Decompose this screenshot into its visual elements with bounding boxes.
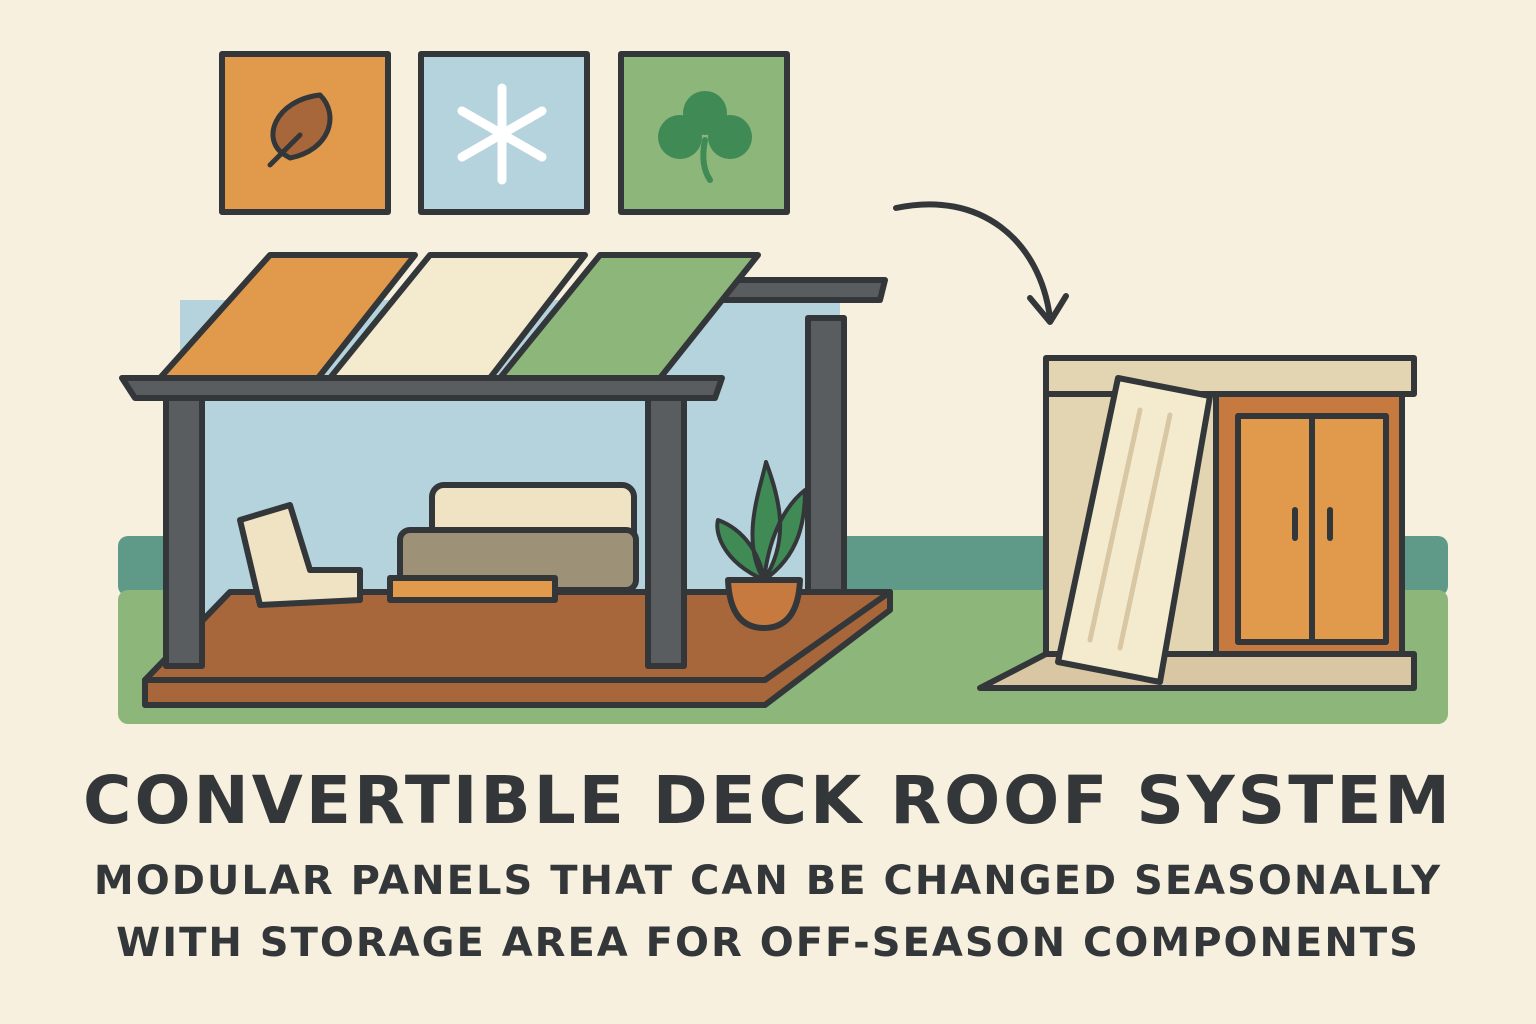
subtitle-line-1: MODULAR PANELS THAT CAN BE CHANGED SEASO… — [93, 858, 1443, 904]
winter-tile — [418, 51, 590, 215]
autumn-tile — [219, 51, 391, 215]
page-title: CONVERTIBLE DECK ROOF SYSTEM — [83, 762, 1453, 839]
spring-tile — [618, 51, 790, 215]
storage-shed — [1043, 355, 1417, 397]
clover-icon — [658, 91, 752, 183]
armchair — [237, 502, 363, 608]
shed-door-left — [1235, 413, 1315, 645]
plant-pot — [725, 577, 803, 631]
plant — [715, 460, 807, 582]
snowflake-icon — [457, 83, 547, 185]
back-post — [805, 315, 847, 611]
deck-floor — [142, 589, 893, 708]
front-post-right — [645, 395, 687, 669]
leaf-icon — [267, 92, 333, 168]
subtitle-line-2: WITH STORAGE AREA FOR OFF-SEASON COMPONE… — [116, 920, 1420, 966]
shed-door-right — [1309, 413, 1389, 645]
front-post-left — [163, 395, 205, 669]
arrow-to-storage — [893, 201, 1053, 321]
coffee-table — [387, 575, 558, 603]
